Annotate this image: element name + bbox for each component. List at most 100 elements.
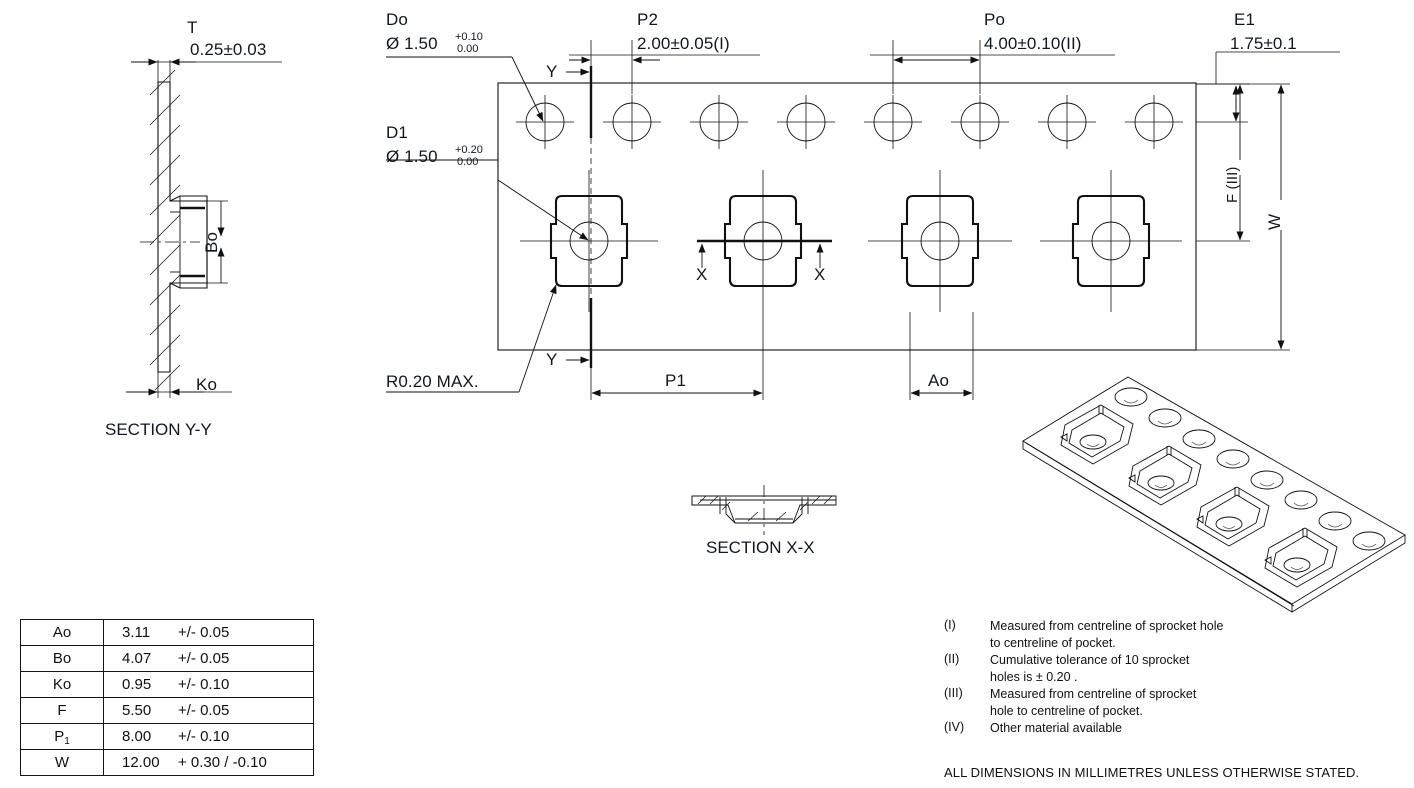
dim-label-do-tol-lower: 0.00 [457, 43, 479, 55]
table-row: W 12.00 + 0.30 / -0.10 [20, 749, 314, 776]
main-plan-view [386, 40, 1340, 400]
section-x-arrows [698, 243, 824, 268]
table-cell-symbol-sub: 1 [64, 736, 70, 747]
note-text: Measured from centreline of sprocket hol… [990, 686, 1196, 719]
table-cell-symbol: Ao [20, 619, 104, 646]
dim-ao [909, 312, 974, 400]
dim-e1 [1196, 51, 1340, 123]
section-y-mark-bottom: Y [546, 350, 558, 369]
note-key: (I) [944, 618, 956, 632]
table-cell-symbol: F [20, 697, 104, 724]
dim-label-ko: Ko [196, 375, 217, 394]
table-row: P1 8.00 +/- 0.10 [20, 723, 314, 750]
table-cell-symbol-base: P [54, 728, 65, 745]
dim-label-t-symbol: T [187, 18, 198, 37]
note-line: holes is ± 0.20 . [990, 669, 1078, 684]
table-cell-nominal: 8.00 [122, 728, 152, 745]
dim-w [1196, 83, 1290, 351]
section-x-x-title: SECTION X-X [706, 538, 815, 557]
table-cell-symbol: Ko [20, 671, 104, 698]
dim-label-t-value: 0.25±0.03 [190, 40, 267, 59]
table-cell-tolerance: +/- 0.05 [178, 624, 230, 641]
dim-label-po-value: 4.00±0.10(II) [984, 34, 1082, 53]
dim-label-bo: Bo [202, 232, 221, 253]
note-key: (III) [944, 686, 963, 700]
dim-label-f: F (III) [1224, 166, 1241, 203]
table-cell-value: 3.11 +/- 0.05 [103, 619, 314, 646]
dim-f [1196, 83, 1250, 242]
dim-label-d1-tol-lower: 0.00 [457, 156, 479, 168]
note-text: Measured from centreline of sprocket hol… [990, 618, 1223, 651]
dim-label-d1-tol-upper: +0.20 [455, 144, 483, 156]
table-cell-nominal: 3.11 [122, 624, 151, 641]
dim-label-p2-symbol: P2 [637, 10, 658, 29]
note-line: Other material available [990, 721, 1123, 735]
table-cell-value: 8.00 +/- 0.10 [103, 723, 314, 750]
notes-block: (I) Measured from centreline of sprocket… [944, 618, 1223, 738]
dim-label-do-tol-upper: +0.10 [455, 31, 483, 43]
table-cell-tolerance: +/- 0.05 [178, 650, 230, 667]
table-cell-tolerance: + 0.30 / -0.10 [178, 754, 267, 771]
table-cell-nominal: 0.95 [122, 676, 152, 693]
dim-label-p2-value: 2.00±0.05(I) [637, 34, 730, 53]
table-cell-value: 0.95 +/- 0.10 [103, 671, 314, 698]
note-item: (II) Cumulative tolerance of 10 sprocket… [944, 652, 1223, 685]
table-row: Ko 0.95 +/- 0.10 [20, 671, 314, 698]
isometric-view [1022, 376, 1406, 613]
dim-label-do-value: Ø 1.50 [386, 34, 438, 53]
table-row: Ao 3.11 +/- 0.05 [20, 619, 314, 646]
note-line: Cumulative tolerance of 10 sprocket [990, 653, 1190, 667]
section-y-y-title: SECTION Y-Y [105, 420, 212, 439]
section-x-mark-right: X [814, 265, 826, 284]
dim-label-p1: P1 [665, 371, 686, 390]
dim-label-do-symbol: Do [386, 10, 408, 29]
note-item: (IV) Other material available [944, 720, 1223, 737]
note-text: Cumulative tolerance of 10 sprocket hole… [990, 652, 1189, 685]
component-pockets [520, 170, 1182, 312]
dim-label-e1-symbol: E1 [1234, 10, 1255, 29]
dim-label-po-symbol: Po [984, 10, 1005, 29]
table-cell-value: 12.00 + 0.30 / -0.10 [103, 749, 314, 776]
note-line: hole to centreline of pocket. [990, 703, 1143, 718]
dim-p2 [569, 40, 760, 94]
dim-label-w: W [1265, 213, 1284, 230]
table-cell-symbol: P1 [20, 723, 104, 750]
table-row: Bo 4.07 +/- 0.05 [20, 645, 314, 672]
note-key: (II) [944, 652, 960, 666]
section-x-x-view [691, 485, 837, 535]
note-item: (III) Measured from centreline of sprock… [944, 686, 1223, 719]
iso-pockets [1060, 404, 1338, 588]
note-text: Other material available [990, 720, 1122, 737]
dim-label-corner-radius: R0.20 MAX. [386, 372, 479, 391]
table-cell-value: 4.07 +/- 0.05 [103, 645, 314, 672]
dim-po [870, 40, 1115, 94]
section-y-mark-top: Y [546, 62, 558, 81]
table-cell-symbol: Bo [20, 645, 104, 672]
table-cell-tolerance: +/- 0.05 [178, 702, 230, 719]
dim-label-e1-value: 1.75±0.1 [1230, 34, 1297, 53]
sprocket-holes [516, 95, 1183, 149]
table-cell-symbol: W [20, 749, 104, 776]
table-cell-nominal: 4.07 [122, 650, 152, 667]
note-key: (IV) [944, 720, 965, 734]
section-y-y-view [126, 58, 282, 398]
table-row: F 5.50 +/- 0.05 [20, 697, 314, 724]
note-line: Measured from centreline of sprocket [990, 687, 1197, 701]
dim-label-d1-value: Ø 1.50 [386, 147, 438, 166]
dim-label-ao: Ao [928, 371, 949, 390]
table-cell-value: 5.50 +/- 0.05 [103, 697, 314, 724]
note-item: (I) Measured from centreline of sprocket… [944, 618, 1223, 651]
section-x-mark-left: X [696, 265, 708, 284]
dim-label-d1-symbol: D1 [386, 123, 408, 142]
units-note: ALL DIMENSIONS IN MILLIMETRES UNLESS OTH… [944, 765, 1360, 780]
note-line: Measured from centreline of sprocket hol… [990, 619, 1224, 633]
dim-p1 [590, 312, 764, 400]
table-cell-tolerance: +/- 0.10 [178, 676, 230, 693]
table-cell-nominal: 12.00 [122, 754, 160, 771]
parameter-table: Ao 3.11 +/- 0.05 Bo 4.07 +/- 0.05 Ko 0.95 +… [20, 619, 314, 776]
table-cell-tolerance: +/- 0.10 [178, 728, 230, 745]
table-cell-nominal: 5.50 [122, 702, 152, 719]
leader-lines [386, 56, 589, 393]
